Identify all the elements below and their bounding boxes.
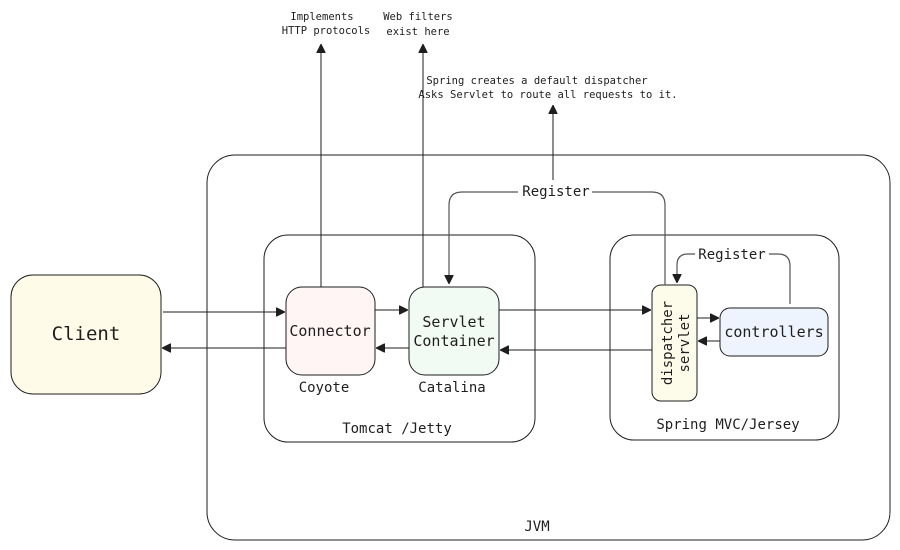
coyote-label: Coyote xyxy=(299,380,350,396)
dispatcher-note-line-1: Spring creates a default dispatcher xyxy=(426,75,647,87)
register-top-label: Register xyxy=(522,184,589,200)
spring-container xyxy=(609,234,840,441)
servlet-container-node xyxy=(408,286,500,376)
dispatcher-label-2: servlet xyxy=(677,313,693,372)
servlet-container-label-1: Servlet xyxy=(422,313,485,331)
http-note-line-2: HTTP protocols xyxy=(282,25,371,37)
controllers-label: controllers xyxy=(724,323,823,341)
connector-label: Connector xyxy=(289,322,370,340)
register-edge-top xyxy=(449,191,666,285)
client-label: Client xyxy=(52,323,121,345)
spring-label: Spring MVC/Jersey xyxy=(656,417,799,433)
http-note-line-1: Implements xyxy=(290,11,353,23)
register-inner-label: Register xyxy=(698,247,765,263)
dispatcher-servlet-text: dispatcher servlet xyxy=(660,301,693,385)
dispatcher-label-1: dispatcher xyxy=(660,301,676,385)
controllers-node xyxy=(719,307,829,357)
catalina-label: Catalina xyxy=(418,380,485,396)
client-node xyxy=(10,274,162,395)
jvm-label: JVM xyxy=(524,519,549,535)
dispatcher-servlet-node xyxy=(651,284,698,402)
servlet-container-label-2: Container xyxy=(413,332,494,350)
tomcat-container xyxy=(263,234,536,443)
register-inner-label-bg xyxy=(695,245,769,263)
connector-node xyxy=(285,286,376,376)
filters-note-line-1: Web filters xyxy=(383,11,453,23)
register-top-label-bg xyxy=(518,182,592,200)
dispatcher-note-line-2: Asks Servlet to route all requests to it… xyxy=(418,89,677,101)
tomcat-label: Tomcat /Jetty xyxy=(342,421,452,437)
filters-note-line-2: exist here xyxy=(386,26,449,38)
